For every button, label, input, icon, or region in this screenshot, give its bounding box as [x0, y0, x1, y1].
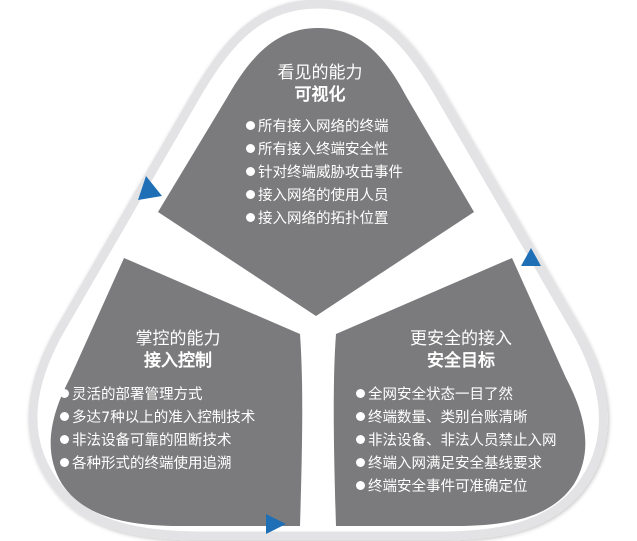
list-item: 针对终端威胁攻击事件: [246, 162, 404, 185]
arrow-up-icon: [521, 248, 541, 266]
bullet-icon: [60, 412, 69, 421]
arrow-down-left-icon: [138, 176, 162, 200]
panel-title: 更安全的接入: [410, 329, 512, 349]
top-panel-shape: [158, 28, 474, 316]
list-item: 灵活的部署管理方式: [60, 384, 290, 407]
bullet-icon: [246, 144, 255, 153]
bullet-icon: [356, 389, 365, 398]
list-item: 接入网络的使用人员: [246, 185, 404, 208]
bullet-icon: [60, 435, 69, 444]
panel-subtitle: 接入控制: [144, 351, 212, 371]
list-item: 终端入网满足安全基线要求: [356, 453, 586, 476]
list-item: 终端数量、类别台账清晰: [356, 407, 586, 430]
bullet-icon: [246, 167, 255, 176]
bullet-icon: [356, 458, 365, 467]
left-panel-shape: [50, 258, 303, 526]
bullet-icon: [246, 190, 255, 199]
item-list: 全网安全状态一目了然 终端数量、类别台账清晰 非法设备、非法人员禁止入网 终端入…: [356, 384, 586, 499]
item-list: 灵活的部署管理方式 多达7种以上的准入控制技术 非法设备可靠的阻断技术 各种形式…: [60, 384, 290, 476]
bullet-icon: [246, 121, 255, 130]
list-item: 各种形式的终端使用追溯: [60, 453, 290, 476]
panel-subtitle: 安全目标: [427, 351, 495, 371]
panel-subtitle: 可视化: [294, 85, 346, 105]
bullet-icon: [356, 412, 365, 421]
item-list: 所有接入网络的终端 所有接入终端安全性 针对终端威胁攻击事件 接入网络的使用人员…: [246, 116, 404, 231]
panel-control: 掌控的能力 接入控制 灵活的部署管理方式 多达7种以上的准入控制技术 非法设备可…: [60, 328, 290, 476]
bullet-icon: [356, 435, 365, 444]
arrow-right-icon: [266, 514, 286, 534]
right-panel-shape: [333, 258, 586, 526]
list-item: 终端安全事件可准确定位: [356, 476, 586, 499]
bullet-icon: [60, 389, 69, 398]
panel-title: 掌控的能力: [135, 329, 221, 349]
list-item: 全网安全状态一目了然: [356, 384, 586, 407]
list-item: 所有接入终端安全性: [246, 139, 404, 162]
bullet-icon: [246, 213, 255, 222]
panel-title: 看见的能力: [277, 63, 363, 83]
panel-security-goal: 更安全的接入 安全目标 全网安全状态一目了然 终端数量、类别台账清晰 非法设备、…: [356, 328, 586, 499]
list-item: 所有接入网络的终端: [246, 116, 404, 139]
bullet-icon: [60, 458, 69, 467]
bullet-icon: [356, 481, 365, 490]
list-item: 非法设备可靠的阻断技术: [60, 430, 290, 453]
panel-visibility: 看见的能力 可视化 所有接入网络的终端 所有接入终端安全性 针对终端威胁攻击事件…: [236, 62, 404, 231]
list-item: 多达7种以上的准入控制技术: [60, 407, 290, 430]
list-item: 接入网络的拓扑位置: [246, 208, 404, 231]
list-item: 非法设备、非法人员禁止入网: [356, 430, 586, 453]
